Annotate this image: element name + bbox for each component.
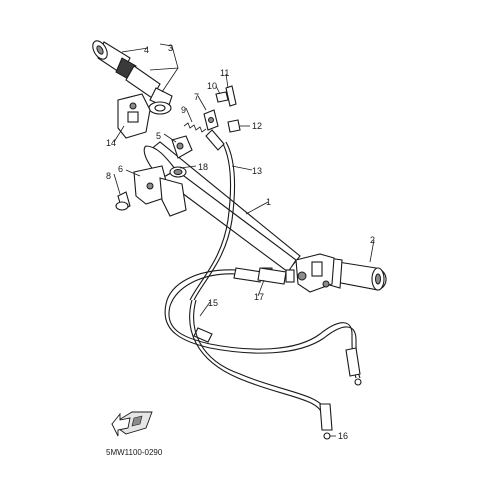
callout-11: 11 [220,68,229,78]
lever-holder[interactable] [171,135,193,159]
callout-5: 5 [156,131,161,141]
spring[interactable] [183,122,207,133]
leader-lines [113,43,375,437]
adjuster-bolt[interactable] [225,85,237,107]
diagram-code: 5MW1100-0290 [106,448,163,457]
callout-16: 16 [338,431,348,441]
callout-17: 17 [254,292,264,302]
callout-14: 14 [106,138,116,148]
lock-nut[interactable] [215,91,229,103]
callout-1: 1 [266,197,271,207]
left-grip[interactable] [90,38,137,81]
boot-18[interactable] [169,166,187,178]
throttle-housing[interactable] [295,253,335,293]
callout-2: 2 [370,235,375,245]
callout-6: 6 [118,164,123,174]
callout-18: 18 [198,162,208,172]
callout-9: 9 [181,105,186,115]
clutch-cable[interactable] [189,299,333,440]
callout-8: 8 [106,171,111,181]
callout-7: 7 [194,92,199,102]
callout-13: 13 [252,166,262,176]
callout-12: 12 [252,121,262,131]
cable-13[interactable] [189,129,235,301]
right-grip[interactable] [325,257,387,291]
throttle-sleeve[interactable] [125,65,173,115]
handlebar[interactable] [143,141,301,273]
callout-15: 15 [208,298,218,308]
callout-10: 10 [207,81,217,91]
throttle-body[interactable] [117,93,151,139]
clutch-holder[interactable] [133,165,187,217]
front-arrow-icon [111,411,153,437]
screw-12[interactable] [227,119,241,133]
cable-adjuster[interactable] [203,109,219,131]
callout-4: 4 [144,45,149,55]
bolt-8[interactable] [115,191,131,211]
callout-labels: 1 2 3 4 5 6 7 8 9 10 11 12 13 14 15 16 1… [106,43,375,441]
end-fitting[interactable] [345,347,362,386]
cable-joint-17[interactable] [257,267,295,285]
callout-3: 3 [168,43,173,53]
